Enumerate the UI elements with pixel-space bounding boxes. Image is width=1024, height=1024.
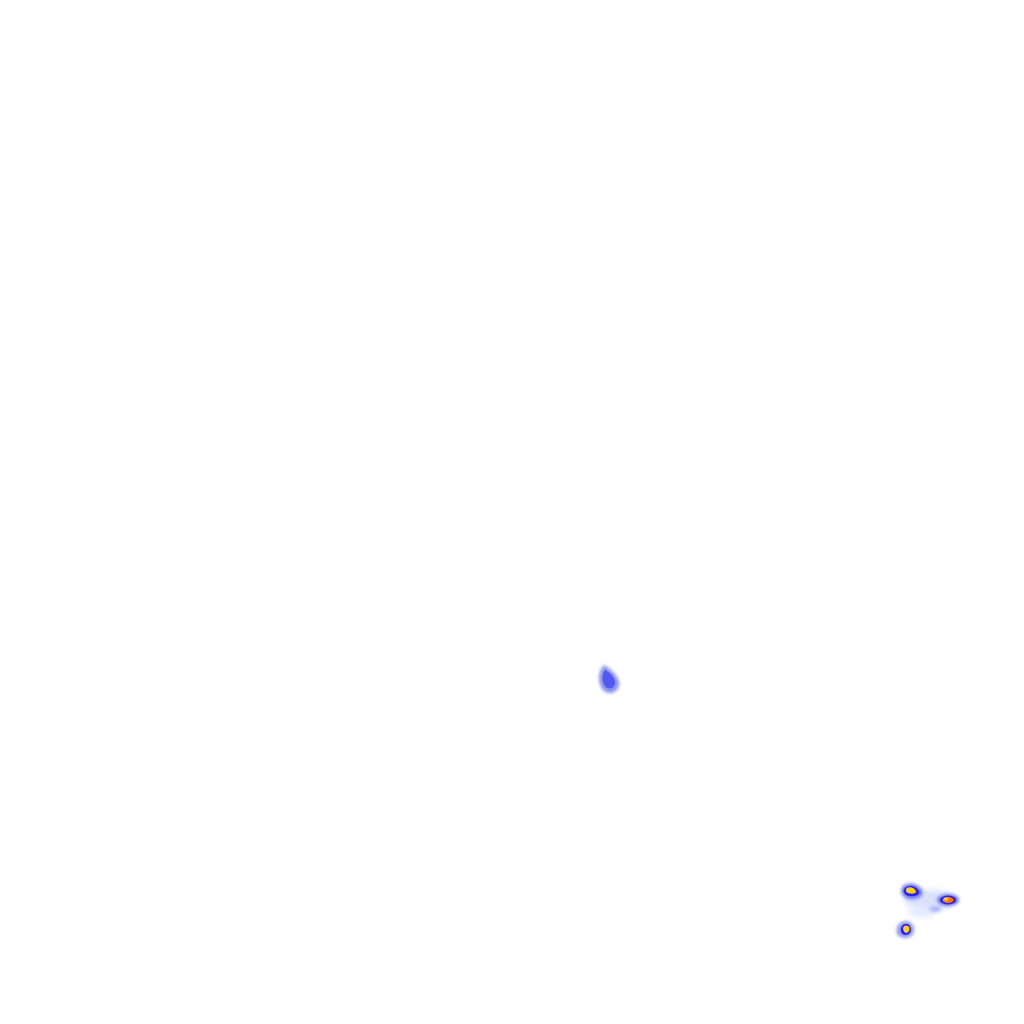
radar-echo-southeast-right [937, 894, 959, 906]
radar-echo-center [599, 665, 620, 694]
radar-echo-southeast-lower [896, 921, 914, 938]
radar-echo-southeast-upper [901, 883, 923, 900]
